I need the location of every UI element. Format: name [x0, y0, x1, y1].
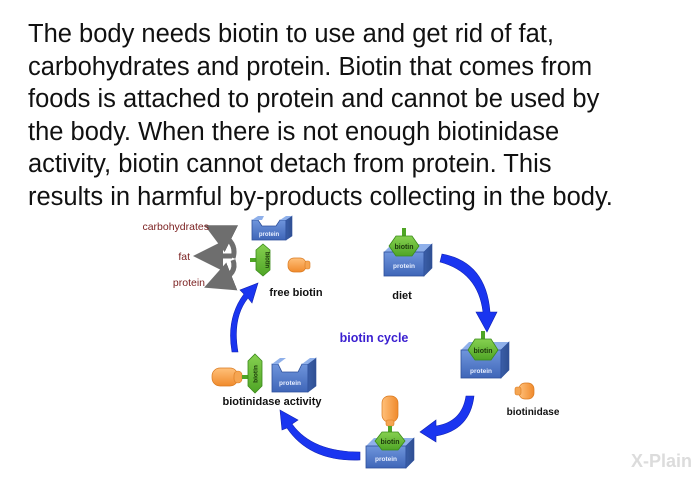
biotinidase-enzyme-icon	[211, 367, 248, 387]
biotin-hexagon-icon: biotin	[374, 431, 406, 451]
cycle-title: biotin cycle	[340, 331, 409, 345]
biotin-label: biotin	[253, 365, 260, 383]
paragraph-line: activity, biotin cannot detach from prot…	[28, 150, 552, 178]
biotin-hexagon-icon: biotin	[467, 331, 499, 361]
biotin-hexagon-icon: biotin	[388, 228, 420, 257]
gray-arrow-icon	[204, 225, 239, 259]
paragraph-line: results in harmful by-products collectin…	[28, 182, 613, 211]
gray-arrow-icon	[204, 259, 238, 291]
output-label-protein: protein	[173, 277, 205, 289]
protein-block-icon: protein	[251, 215, 293, 241]
protein-label: protein	[279, 380, 301, 387]
blue-arrow-icon	[279, 409, 361, 461]
paragraph-line: foods is attached to protein and cannot …	[28, 85, 600, 113]
protein-label: protein	[470, 368, 492, 375]
biotin-hexagon-icon: biotin	[247, 353, 263, 394]
biotinidase-enzyme-icon	[381, 395, 399, 432]
metabolism-outputs: carbohydrates fat protein	[142, 221, 239, 291]
diet-label: diet	[392, 290, 412, 302]
enzyme-binding-stage: protein biotin	[365, 395, 415, 469]
bound-biotin-stage: protein biotin biotinidase	[460, 331, 560, 418]
free-biotin-stage: protein biotin free biotin	[250, 215, 323, 299]
paragraph-line: The body needs biotin to use and get rid…	[28, 20, 554, 48]
xplain-logo: X-Plain	[631, 451, 692, 472]
biotinidase-enzyme-icon	[287, 257, 311, 273]
biotin-label: biotin	[380, 439, 399, 446]
blue-arrow-icon	[419, 395, 475, 443]
cycle-arrows	[230, 253, 498, 461]
paragraph-line: the body. When there is not enough bioti…	[28, 117, 560, 146]
free-biotin-label: free biotin	[269, 287, 322, 299]
xplain-logo-text: X-Plain	[630, 451, 692, 471]
output-label-carbohydrates: carbohydrates	[142, 221, 209, 233]
paragraph-line: carbohydrates and protein. Biotin that c…	[28, 52, 593, 81]
biotinidase-enzyme-icon	[514, 382, 535, 400]
biotin-label: biotin	[394, 244, 413, 251]
blue-arrow-icon	[439, 253, 498, 333]
biotin-label: biotin	[264, 252, 270, 269]
biotinidase-activity-stage: biotin protein biotinidase activity	[211, 353, 322, 408]
intro-paragraph: The body needs biotin to use and get rid…	[28, 18, 698, 213]
biotinidase-label: biotinidase	[507, 407, 560, 418]
blue-arrow-icon	[230, 282, 259, 353]
biotin-hexagon-icon: biotin	[250, 243, 271, 277]
protein-label: protein	[259, 232, 280, 238]
output-label-fat: fat	[178, 251, 190, 263]
biotin-label: biotin	[473, 348, 492, 355]
diet-stage: protein biotin diet	[383, 228, 433, 302]
protein-label: protein	[375, 456, 397, 463]
protein-label: protein	[393, 263, 415, 270]
protein-block-icon: protein	[271, 357, 317, 393]
biotinidase-activity-label: biotinidase activity	[222, 396, 322, 408]
